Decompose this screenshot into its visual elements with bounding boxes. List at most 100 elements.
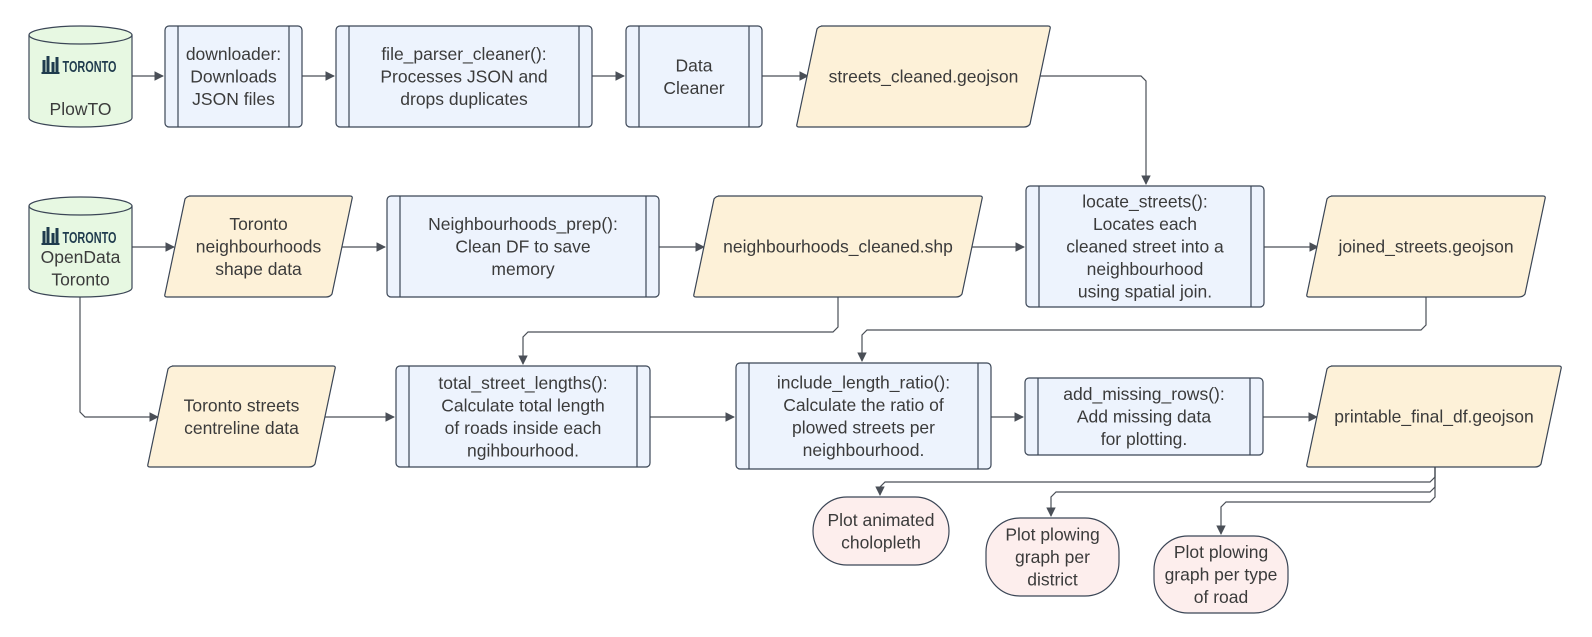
- edge-joined-to-ratio: [857, 297, 1427, 362]
- label-line: total_street_lengths():: [438, 373, 607, 394]
- label-line: cleaned street into a: [1066, 237, 1224, 257]
- label-line: centreline data: [184, 418, 299, 438]
- connectors: [79, 71, 1436, 535]
- printable-final-data: printable_final_df.geojson: [1306, 365, 1562, 468]
- city-hall-logo-icon: [41, 56, 60, 74]
- label-line: graph per type: [1165, 565, 1278, 585]
- label-line: Locates each: [1093, 214, 1197, 234]
- label-line: Data: [676, 55, 713, 75]
- process-box: [1025, 185, 1265, 308]
- edge-opendata-to-centreline: [79, 297, 159, 422]
- locate-streets-process: locate_streets():Locates each cleaned str…: [1025, 185, 1265, 308]
- node-label: neighbourhoods_cleaned.shp: [723, 237, 953, 258]
- node-label: streets_cleaned.geojson: [829, 67, 1019, 88]
- label-line: shape data: [215, 259, 302, 279]
- data-parallelogram: [1306, 195, 1546, 298]
- label-line: JSON files: [192, 89, 275, 109]
- label-line: OpenData: [41, 247, 121, 267]
- data-parallelogram: [1306, 365, 1562, 468]
- label-line: Toronto streets: [184, 395, 300, 415]
- node-label: joined_streets.geojson: [1337, 237, 1513, 258]
- joined-streets-data: joined_streets.geojson: [1306, 195, 1546, 298]
- node-label: total_street_lengths():Calculate total l…: [438, 373, 607, 461]
- label-line: for plotting.: [1101, 429, 1188, 449]
- label-line: Plot animated: [827, 510, 934, 530]
- edge-printable-to-road-type: [1216, 467, 1436, 535]
- neighbourhoods-cleaned-data: neighbourhoods_cleaned.shp: [693, 195, 983, 298]
- node-label: printable_final_df.geojson: [1334, 407, 1533, 428]
- label-line: Clean DF to save: [455, 237, 590, 257]
- label-line: joined_streets.geojson: [1337, 237, 1513, 258]
- label-line: Processes JSON and: [380, 67, 547, 87]
- streets-centreline-data: Toronto streets centreline data: [147, 365, 336, 468]
- terminal-shape: [812, 496, 950, 566]
- process-box: [164, 25, 303, 128]
- node-label: Toronto streets centreline data: [184, 395, 300, 438]
- database-cylinder: [28, 25, 133, 128]
- process-box: [386, 195, 660, 298]
- label-line: Toronto: [51, 269, 109, 289]
- include-length-ratio-process: include_length_ratio():Calculate the rat…: [735, 362, 992, 470]
- label-line: district: [1027, 570, 1078, 590]
- label-line: drops duplicates: [400, 89, 528, 109]
- data-parallelogram: [796, 25, 1051, 128]
- label-line: neighbourhoods_cleaned.shp: [723, 237, 953, 258]
- label-line: neighbourhood: [1087, 259, 1204, 279]
- label-line: memory: [491, 259, 554, 279]
- edge-printable-to-choropleth: [875, 467, 1436, 496]
- label-line: include_length_ratio():: [777, 372, 950, 393]
- label-line: streets_cleaned.geojson: [829, 67, 1019, 88]
- process-box: [1024, 377, 1264, 456]
- label-line: Cleaner: [663, 78, 724, 98]
- database-cylinder: [28, 196, 133, 298]
- terminal-shape: [1153, 535, 1289, 614]
- process-box: [735, 362, 992, 470]
- city-hall-logo-icon: [41, 227, 60, 245]
- database-rim: [28, 205, 133, 216]
- label-line: Calculate the ratio of: [783, 395, 944, 415]
- terminal-shape: [985, 517, 1120, 597]
- data-parallelogram: [147, 365, 336, 468]
- process-box: [395, 365, 651, 468]
- label-line: Calculate total length: [441, 395, 604, 415]
- label-line: cholopleth: [841, 532, 921, 552]
- process-box: [335, 25, 593, 128]
- toronto-logo-text: TORONTO: [63, 230, 117, 247]
- label-line: Toronto: [229, 214, 287, 234]
- label-line: file_parser_cleaner():: [381, 44, 546, 65]
- label-line: downloader:: [186, 44, 281, 64]
- label-line: neighbourhoods: [196, 237, 322, 257]
- database-rim: [28, 34, 133, 45]
- label-line: ngihbourhood.: [467, 440, 579, 460]
- label-line: PlowTO: [50, 99, 112, 119]
- node-label: locate_streets():Locates each cleaned str…: [1066, 192, 1224, 302]
- node-label: file_parser_cleaner():Processes JSON and…: [380, 44, 547, 109]
- label-line: neighbourhood.: [803, 440, 925, 460]
- label-line: of road: [1194, 587, 1248, 607]
- label-line: Neighbourhoods_prep():: [428, 214, 618, 235]
- label-line: locate_streets():: [1082, 192, 1207, 213]
- label-line: printable_final_df.geojson: [1334, 407, 1533, 428]
- data-parallelogram: [164, 195, 353, 298]
- streets-cleaned-data: streets_cleaned.geojson: [796, 25, 1051, 128]
- edge-neigh-cleaned-to-total: [518, 297, 839, 365]
- label-line: Plot plowing: [1005, 525, 1099, 545]
- node-label: PlowTO: [50, 99, 112, 119]
